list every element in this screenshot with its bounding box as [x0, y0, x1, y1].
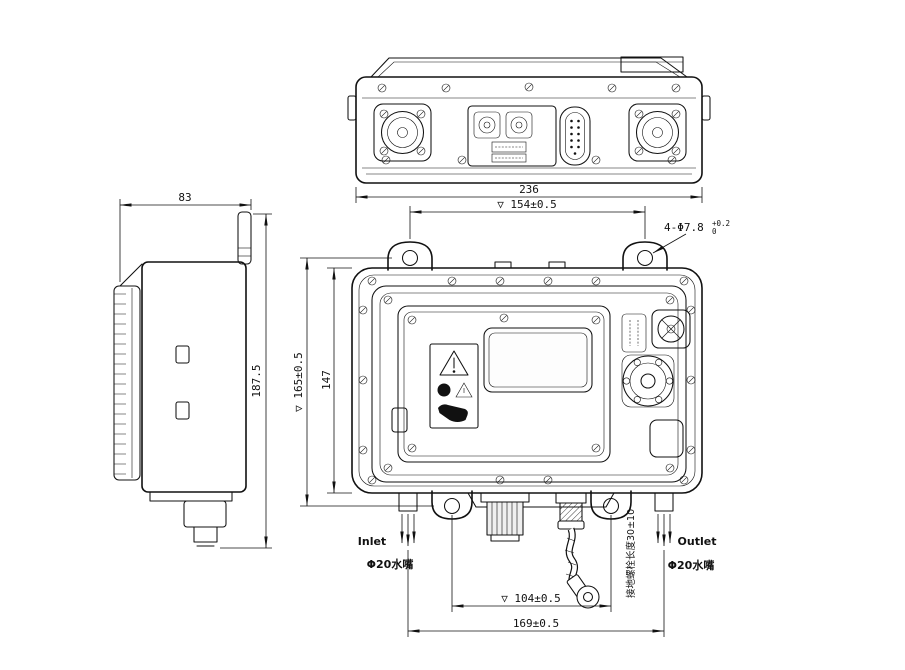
dim-text-169: 169±0.5	[513, 617, 559, 630]
hot-surface-icon	[438, 404, 468, 422]
dim-top-hole-span: ▽ 154±0.5	[409, 198, 646, 239]
outlet-nozzle-note: Φ20水嘴	[668, 558, 715, 572]
ground-ring-terminal	[576, 585, 600, 609]
dim-side-height: 187.5	[220, 213, 272, 549]
outlet-label: Outlet	[678, 535, 717, 548]
dim-text-187-5: 187.5	[250, 364, 263, 397]
cable-gland	[559, 502, 583, 522]
outlet-nozzle	[654, 492, 674, 547]
hazard-icon	[437, 383, 451, 397]
hv-connector-left	[373, 103, 432, 162]
mounting-ear-bottom-left	[431, 490, 473, 520]
dim-hole-callout: 4-Φ7.8 +0.2 0	[652, 219, 730, 254]
mounting-ear-top-left	[387, 241, 433, 271]
front-cover	[371, 285, 687, 483]
side-bottom-connector	[183, 500, 227, 528]
breather-valve	[651, 309, 691, 349]
dim-top-view-width: 236	[355, 183, 703, 203]
cooling-fins	[114, 293, 126, 475]
dim-body-height: 147	[320, 267, 352, 494]
dim-text-147: 147	[320, 370, 333, 390]
warning-triangle-icon	[439, 350, 469, 376]
recessed-panel	[397, 305, 611, 463]
hole-callout-text: 4-Φ7.8	[664, 221, 704, 234]
side-fin-cover	[113, 285, 141, 481]
dsub-connector	[559, 106, 591, 166]
dim-text-83: 83	[178, 191, 191, 204]
inlet-nozzle	[398, 492, 418, 547]
round-connector	[621, 354, 675, 408]
hole-tol-upper: +0.2	[712, 219, 730, 228]
dim-text-154: ▽ 154±0.5	[497, 198, 557, 211]
bottom-connector	[480, 492, 530, 542]
top-vent-box	[620, 56, 684, 73]
inlet-nozzle-note: Φ20水嘴	[367, 557, 414, 571]
small-port	[649, 419, 684, 458]
mounting-ear-top-right	[622, 241, 668, 271]
dim-text-165: ▽ 165±0.5	[292, 352, 305, 412]
dim-side-depth: 83	[119, 191, 252, 282]
warning-label	[429, 343, 479, 429]
front-view: ▽ 154±0.5 4-Φ7.8 +0.2 0 ▽ 165±0.5 147 ▽ …	[292, 198, 730, 637]
signal-connector-center	[467, 105, 557, 167]
side-view: 83 187.5	[113, 191, 272, 549]
small-warning-triangle-icon	[455, 382, 473, 398]
ground-cable	[555, 492, 600, 609]
ground-bolt-note: 接地螺栓长度30±10	[625, 509, 637, 598]
dim-nozzle-span: 169±0.5	[407, 550, 665, 637]
dim-bottom-hole-span: ▽ 104±0.5	[451, 515, 612, 612]
dim-text-236: 236	[519, 183, 539, 196]
dim-vertical-hole-span: ▽ 165±0.5	[292, 257, 434, 507]
top-view: 236	[347, 56, 711, 203]
label-plate	[621, 313, 647, 353]
side-slot	[391, 407, 408, 433]
display-window	[483, 327, 593, 393]
hole-tol-lower: 0	[712, 227, 717, 236]
dim-text-104: ▽ 104±0.5	[501, 592, 561, 605]
mounting-ear-bottom-right	[590, 490, 632, 520]
hv-connector-right	[628, 103, 687, 162]
inlet-label: Inlet	[358, 535, 386, 548]
